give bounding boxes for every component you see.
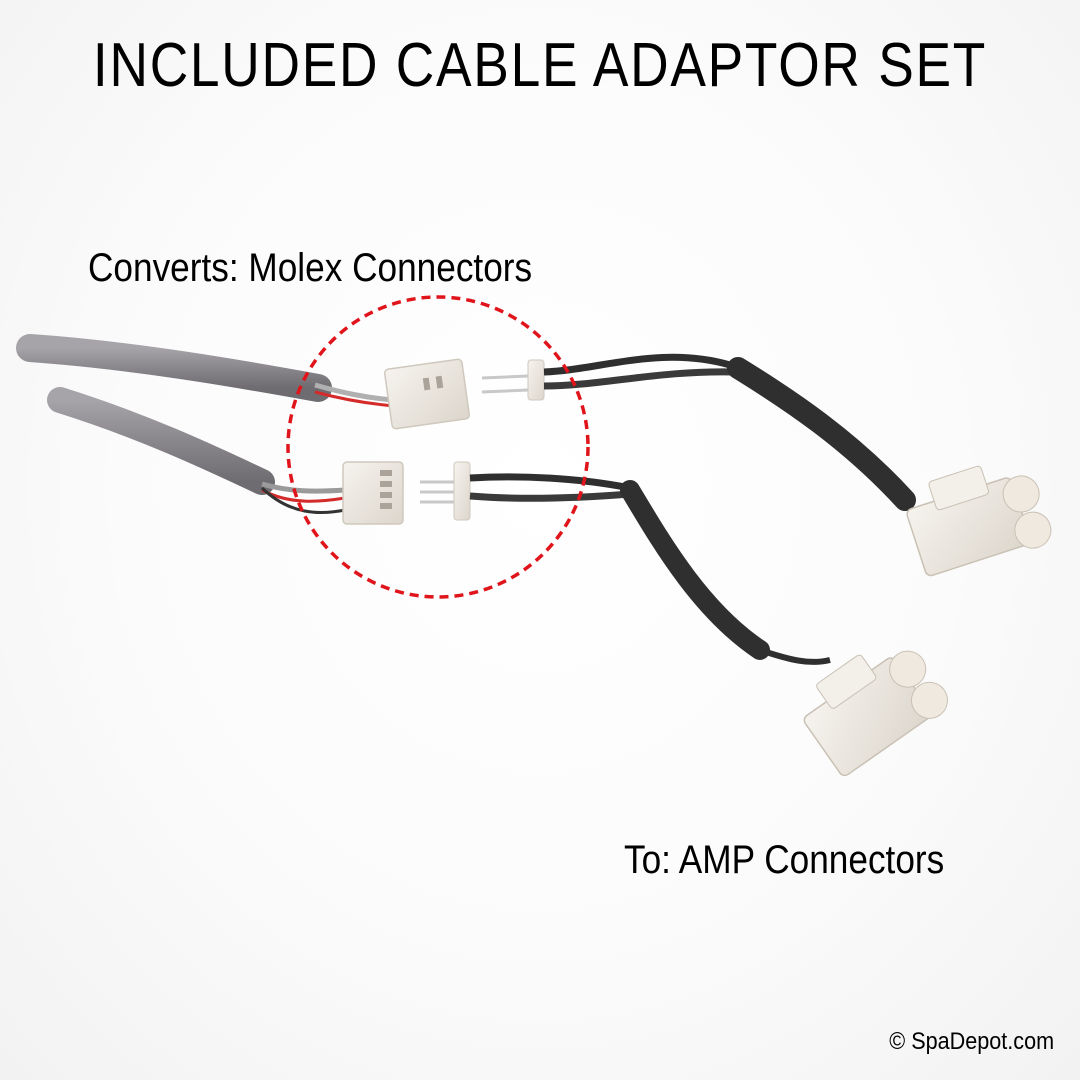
molex-connector-upper [383, 358, 471, 430]
gray-cable-upper [16, 334, 332, 402]
converts-from-label: Converts: Molex Connectors [88, 246, 533, 290]
black-sheath-lower [620, 480, 770, 660]
gray-cable-lower [47, 387, 275, 495]
molex-connector-lower [342, 461, 404, 525]
amp-connector-lower [803, 650, 948, 777]
black-sheath-upper [727, 357, 916, 511]
copyright-notice: © SpaDepot.com [889, 1028, 1054, 1055]
amp-connector-upper [906, 465, 1052, 577]
converts-to-label: To: AMP Connectors [624, 838, 945, 882]
page-title: INCLUDED CABLE ADAPTOR SET [92, 31, 988, 100]
highlight-circle [286, 295, 590, 599]
